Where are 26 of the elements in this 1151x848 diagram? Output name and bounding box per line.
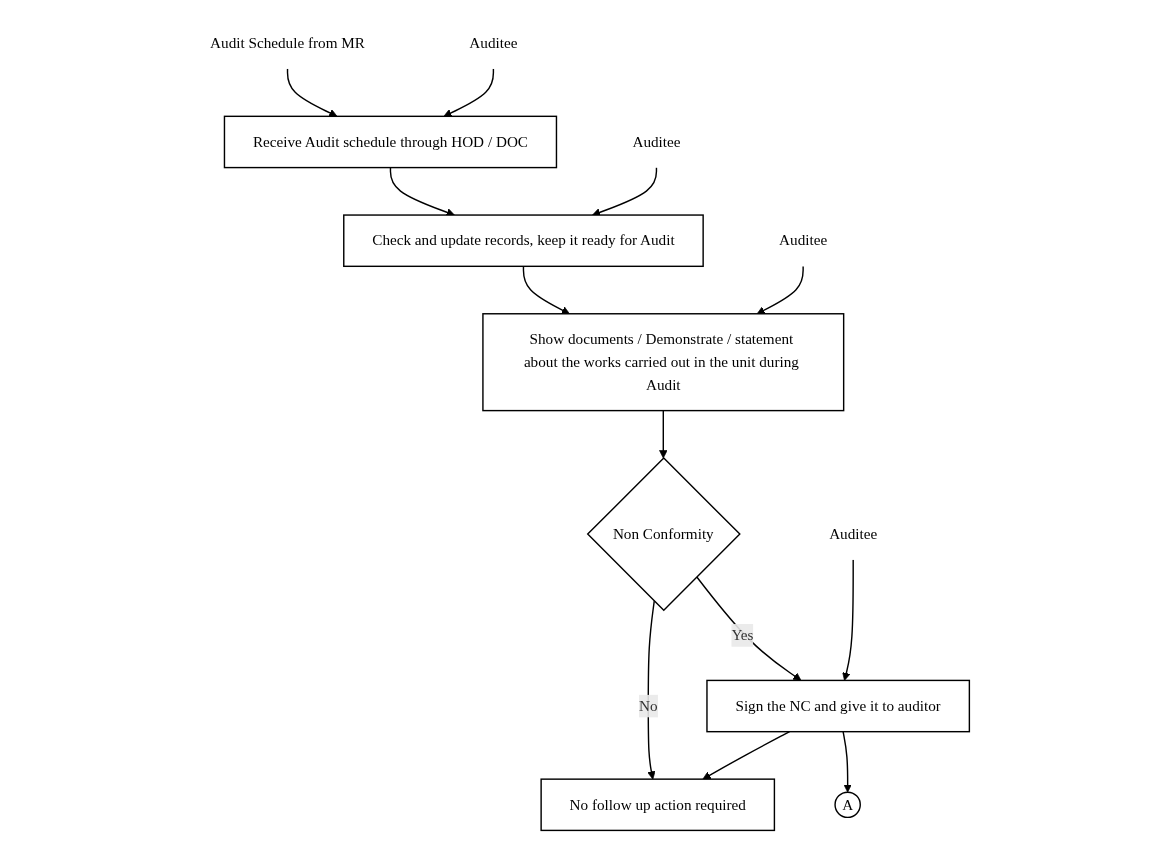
node-text: Audit Schedule from MR	[210, 34, 365, 51]
arrow	[592, 166, 658, 217]
node-text: Auditee	[469, 34, 518, 51]
node-box: Sign the NC and give it to auditor	[706, 679, 971, 733]
edge-label: No	[638, 697, 658, 714]
node-box: Check and update records, keep it ready for Audit	[343, 214, 704, 267]
node-box: Show documents / Demonstrate / statement about the works carried out in the unit during Audit	[482, 313, 845, 412]
arrow	[286, 68, 338, 117]
arrow	[522, 265, 570, 315]
node-box: Receive Audit schedule through HOD / DOC	[223, 115, 558, 169]
node-box: No follow up action required	[540, 778, 776, 832]
node-diamond: Non Conformity	[586, 457, 741, 612]
arrow	[756, 265, 804, 315]
arrow	[647, 600, 656, 780]
arrow	[842, 730, 852, 793]
arrow	[443, 68, 495, 117]
arrow	[695, 576, 802, 681]
node-circle: A	[834, 791, 861, 819]
edge-label: Yes	[731, 626, 754, 644]
arrow	[659, 409, 668, 459]
node-text: Auditee	[829, 525, 878, 542]
arrow	[389, 166, 455, 217]
node-text: Auditee	[632, 133, 681, 150]
arrow	[842, 559, 854, 681]
node-text: Auditee	[779, 232, 828, 249]
arrow	[702, 730, 791, 780]
